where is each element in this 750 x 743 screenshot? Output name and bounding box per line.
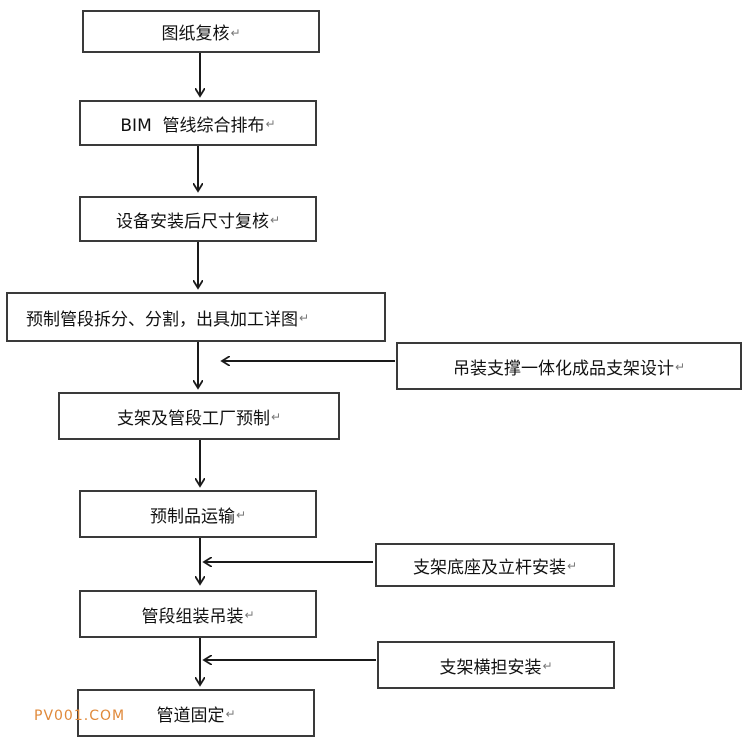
paragraph-mark-icon: ↵ [270,410,282,424]
step-label-2: BIM 管线综合排布 [120,115,265,136]
step-box-7: 管段组装吊装↵ [79,590,317,638]
step-box-1: 图纸复核↵ [82,10,320,53]
paragraph-mark-icon: ↵ [542,659,553,673]
side-box-1: 吊装支撑一体化成品支架设计↵ [396,342,742,390]
step-label-3: 设备安装后尺寸复核 [115,211,269,232]
step-label-6: 预制品运输 [149,506,235,527]
paragraph-mark-icon: ↵ [225,707,236,721]
step-label-7: 管段组装吊装 [141,606,244,627]
side-box-3: 支架横担安装↵ [377,641,615,689]
side-label-2: 支架底座及立杆安装 [412,557,566,578]
watermark: PV001.COM [34,708,126,724]
side-box-2: 支架底座及立杆安装↵ [375,543,615,587]
paragraph-mark-icon: ↵ [299,311,310,325]
step-label-1: 图纸复核 [161,24,230,44]
step-box-3: 设备安装后尺寸复核↵ [79,196,317,242]
step-box-4: 预制管段拆分、分割，出具加工详图↵ [6,292,386,342]
paragraph-mark-icon: ↵ [235,508,247,522]
paragraph-mark-icon: ↵ [230,25,241,40]
step-label-5: 支架及管段工厂预制 [116,408,270,429]
side-label-1: 吊装支撑一体化成品支架设计 [452,358,674,379]
step-label-8: 管道固定 [156,705,225,726]
step-box-8: 管道固定↵ [77,689,315,737]
paragraph-mark-icon: ↵ [269,213,281,227]
step-box-5: 支架及管段工厂预制↵ [58,392,340,440]
paragraph-mark-icon: ↵ [244,608,255,622]
paragraph-mark-icon: ↵ [674,360,686,374]
side-label-3: 支架横担安装 [439,657,542,678]
step-label-4: 预制管段拆分、分割，出具加工详图 [26,309,298,330]
step-box-6: 预制品运输↵ [79,490,317,538]
paragraph-mark-icon: ↵ [566,559,578,573]
step-box-2: BIM 管线综合排布↵ [79,100,317,146]
paragraph-mark-icon: ↵ [265,117,276,131]
